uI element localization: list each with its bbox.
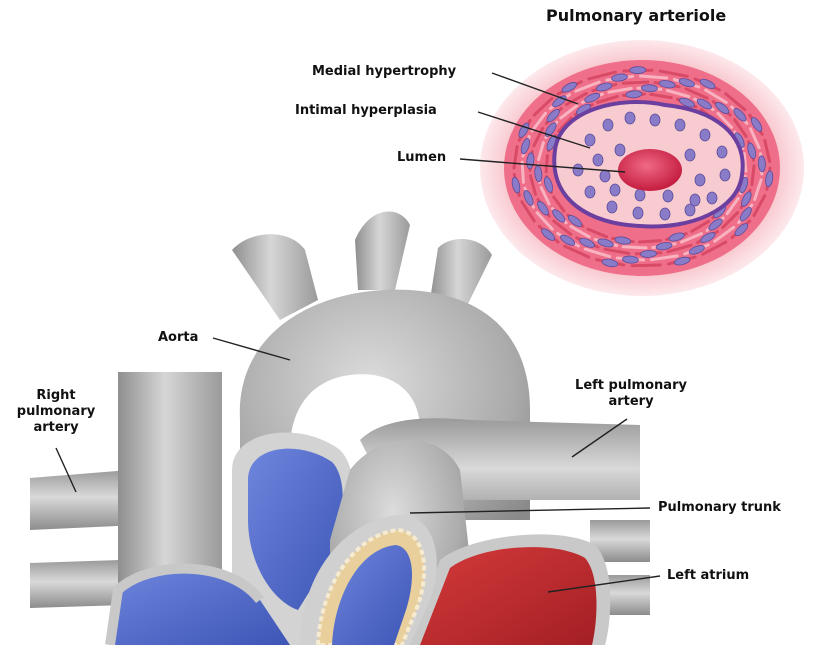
intimal-nucleus: [700, 129, 710, 141]
intimal-nucleus: [650, 114, 660, 126]
label-aorta: Aorta: [158, 330, 198, 346]
right-pulmonary-vein: [30, 560, 125, 608]
intimal-nucleus: [593, 154, 603, 166]
muscle-fiber: [641, 76, 667, 78]
lumen-center: [618, 149, 682, 191]
muscle-fiber: [752, 166, 754, 185]
left-common-carotid: [355, 211, 410, 290]
intimal-nucleus: [717, 146, 727, 158]
intimal-nucleus: [615, 144, 625, 156]
muscle-fiber: [632, 265, 660, 266]
intimal-nucleus: [685, 149, 695, 161]
muscle-fiber: [640, 241, 661, 242]
intimal-nucleus: [720, 169, 730, 181]
intimal-nucleus: [573, 164, 583, 176]
intimal-nucleus: [603, 119, 613, 131]
label-intimal-hyperplasia: Intimal hyperplasia: [295, 103, 437, 119]
arteriole-cross-section: [480, 40, 804, 296]
muscle-fiber: [546, 156, 547, 172]
intimal-nucleus: [633, 207, 643, 219]
intimal-nucleus: [625, 112, 635, 124]
label-medial-hypertrophy: Medial hypertrophy: [312, 64, 456, 80]
label-left-pulmonary-artery: Left pulmonary artery: [556, 378, 706, 410]
intimal-nucleus: [607, 201, 617, 213]
intimal-nucleus: [585, 186, 595, 198]
label-pulmonary-trunk: Pulmonary trunk: [658, 500, 781, 516]
label-left-atrium: Left atrium: [667, 568, 749, 584]
muscle-nucleus: [630, 66, 646, 73]
intimal-nucleus: [690, 194, 700, 206]
intimal-nucleus: [675, 119, 685, 131]
intimal-nucleus: [663, 190, 673, 202]
intimal-nucleus: [610, 184, 620, 196]
arteriole-title: Pulmonary arteriole: [546, 6, 726, 25]
muscle-fiber: [623, 247, 646, 248]
label-lumen: Lumen: [397, 150, 446, 166]
label-right-pulmonary-artery: Right pulmonary artery: [12, 388, 100, 436]
intimal-nucleus: [600, 170, 610, 182]
intimal-nucleus: [585, 134, 595, 146]
muscle-fiber: [623, 82, 648, 83]
muscle-fiber: [522, 162, 523, 182]
intimal-nucleus: [635, 189, 645, 201]
intimal-nucleus: [660, 208, 670, 220]
intimal-nucleus: [695, 174, 705, 186]
intimal-nucleus: [707, 192, 717, 204]
brachiocephalic-trunk: [232, 234, 318, 320]
